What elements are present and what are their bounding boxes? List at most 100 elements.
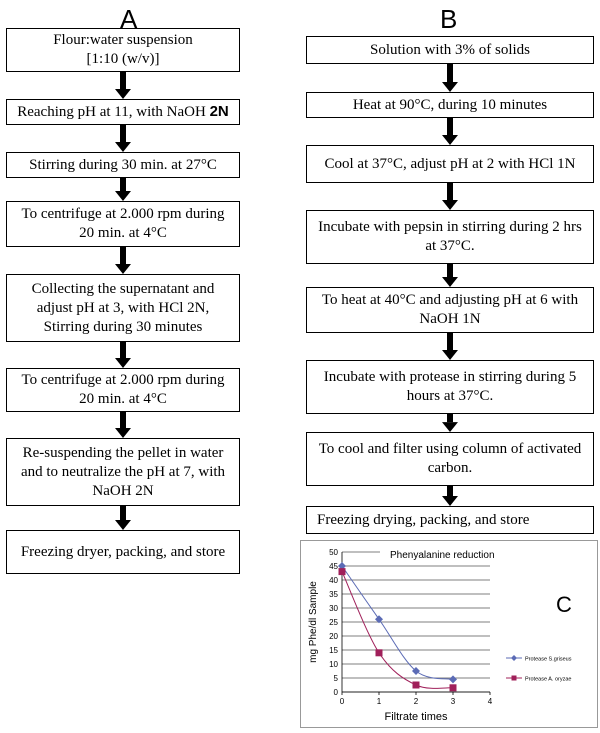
a-step-7-line-2: and to neutralize the pH at 7, with xyxy=(20,463,226,480)
series-2-point xyxy=(375,649,383,657)
b-step-8-line-1: Freezing drying, packing, and store xyxy=(317,511,530,528)
series-2-point xyxy=(412,681,420,689)
b-step-8: Freezing drying, packing, and store xyxy=(306,506,594,534)
y-tick-label: 50 xyxy=(329,548,338,557)
series-1-point xyxy=(338,562,346,570)
legend-label-2: Protease A. oryzae xyxy=(525,677,571,683)
panel-label-b: B xyxy=(440,4,458,34)
a-step-4-line-1: To centrifuge at 2.000 rpm during xyxy=(21,206,225,222)
a-step-1: Flour:water suspension [1:10 (w/v)] xyxy=(6,28,240,72)
series-line-2 xyxy=(341,571,454,689)
a-arrow-6 xyxy=(115,412,131,438)
y-axis-label: mg Phe/dl Sample xyxy=(308,581,319,663)
legend-label-1: Protease S.griseus xyxy=(525,657,572,663)
a-step-2: Reaching pH at 11, with NaOH 2N xyxy=(6,99,240,125)
x-axis-label: Filtrate times xyxy=(385,711,448,723)
series-2-point xyxy=(449,684,457,692)
b-step-4: Incubate with pepsin in stirring during … xyxy=(306,210,594,264)
b-arrow-4 xyxy=(442,264,458,287)
series-1-point xyxy=(375,615,383,624)
b-arrow-6 xyxy=(442,414,458,432)
y-tick-label: 0 xyxy=(334,688,339,697)
chart-frame xyxy=(300,540,598,728)
b-step-6-line-1: Incubate with protease in stirring durin… xyxy=(323,369,577,385)
b-step-6: Incubate with protease in stirring durin… xyxy=(306,360,594,414)
y-tick-label: 15 xyxy=(329,646,338,655)
a-step-4-line-2: 20 min. at 4°C xyxy=(79,225,167,241)
b-step-7: To cool and filter using column of activ… xyxy=(306,432,594,486)
x-tick-label: 0 xyxy=(340,697,345,706)
b-step-1: Solution with 3% of solids xyxy=(306,36,594,64)
b-arrow-1 xyxy=(442,64,458,92)
a-arrow-2 xyxy=(115,125,131,152)
a-step-5-line-1: Collecting the supernatant and xyxy=(31,280,215,297)
a-step-2-line-1: Reaching pH at 11, with NaOH 2N xyxy=(17,102,229,122)
panel-label-c: C xyxy=(556,592,572,617)
b-step-7-line-2: carbon. xyxy=(427,460,473,476)
a-step-6: To centrifuge at 2.000 rpm during 20 min.… xyxy=(6,368,240,412)
legend-marker-2 xyxy=(511,675,517,681)
b-step-2: Heat at 90°C, during 10 minutes xyxy=(306,92,594,118)
a-arrow-5 xyxy=(115,342,131,368)
b-step-3-line-1: Cool at 37°C, adjust pH at 2 with HCl 1N xyxy=(324,155,576,172)
a-step-4: To centrifuge at 2.000 rpm during 20 min.… xyxy=(6,201,240,247)
b-step-5-line-1: To heat at 40°C and adjusting pH at 6 wi… xyxy=(321,292,579,308)
x-tick-label: 3 xyxy=(451,697,456,706)
a-step-5-line-2: adjust pH at 3, with HCl 2N, xyxy=(36,299,210,316)
a-step-3-line-1: Stirring during 30 min. at 27°C xyxy=(29,156,217,173)
chart-title-bg xyxy=(380,546,530,562)
b-step-6-line-2: hours at 37°C. xyxy=(406,388,494,404)
b-arrow-5 xyxy=(442,333,458,360)
b-arrow-7 xyxy=(442,486,458,506)
legend-marker-1 xyxy=(511,655,517,661)
a-step-2-bold-text: 2N xyxy=(209,103,229,120)
y-tick-label: 30 xyxy=(329,604,338,613)
a-arrow-4 xyxy=(115,247,131,274)
b-step-5: To heat at 40°C and adjusting pH at 6 wi… xyxy=(306,287,594,333)
series-2-point xyxy=(338,568,346,576)
a-arrow-1 xyxy=(115,72,131,99)
a-arrow-3 xyxy=(115,178,131,201)
x-tick-label: 4 xyxy=(488,697,493,706)
b-arrow-2 xyxy=(442,118,458,145)
a-step-3: Stirring during 30 min. at 27°C xyxy=(6,152,240,178)
a-arrow-7 xyxy=(115,506,131,530)
chart-title: Phenyalanine reduction xyxy=(390,550,495,561)
y-tick-label: 35 xyxy=(329,590,338,599)
b-step-7-line-1: To cool and filter using column of activ… xyxy=(318,441,582,457)
a-step-1-line-1: Flour:water suspension xyxy=(53,32,193,48)
a-step-7-line-1: Re-suspending the pellet in water xyxy=(22,444,224,461)
b-step-3: Cool at 37°C, adjust pH at 2 with HCl 1N xyxy=(306,145,594,183)
x-tick-label: 1 xyxy=(377,697,382,706)
b-step-2-line-1: Heat at 90°C, during 10 minutes xyxy=(352,96,548,113)
b-step-4-line-2: at 37°C. xyxy=(425,238,475,254)
x-tick-label: 2 xyxy=(414,697,419,706)
a-step-5: Collecting the supernatant and adjust pH … xyxy=(6,274,240,342)
b-arrow-3 xyxy=(442,183,458,210)
a-step-6-line-2: 20 min. at 4°C xyxy=(79,391,167,407)
b-step-1-line-1: Solution with 3% of solids xyxy=(369,41,530,58)
series-1-point xyxy=(412,667,420,675)
y-tick-label: 5 xyxy=(334,674,339,683)
series-1-point xyxy=(449,675,457,684)
panel-label-a: A xyxy=(120,4,138,34)
a-step-8: Freezing dryer, packing, and store xyxy=(6,530,240,574)
a-step-7-line-3: NaOH 2N xyxy=(92,482,154,499)
series-line-1 xyxy=(341,565,454,680)
y-tick-label: 40 xyxy=(329,576,338,585)
y-tick-label: 25 xyxy=(329,618,338,627)
y-tick-label: 10 xyxy=(329,660,338,669)
y-tick-label: 20 xyxy=(329,632,338,641)
a-step-5-line-3: Stirring during 30 minutes xyxy=(43,318,203,335)
b-step-5-line-2: NaOH 1N xyxy=(419,311,481,327)
a-step-2-text: Reaching pH at 11, with NaOH xyxy=(17,104,210,120)
a-step-6-line-1: To centrifuge at 2.000 rpm during xyxy=(21,372,225,388)
a-step-8-line-1: Freezing dryer, packing, and store xyxy=(20,543,226,560)
a-step-1-line-2: [1:10 (w/v)] xyxy=(86,51,160,67)
b-step-4-line-1: Incubate with pepsin in stirring during … xyxy=(318,219,582,235)
y-tick-label: 45 xyxy=(329,562,338,571)
a-step-7: Re-suspending the pellet in water and to … xyxy=(6,438,240,506)
